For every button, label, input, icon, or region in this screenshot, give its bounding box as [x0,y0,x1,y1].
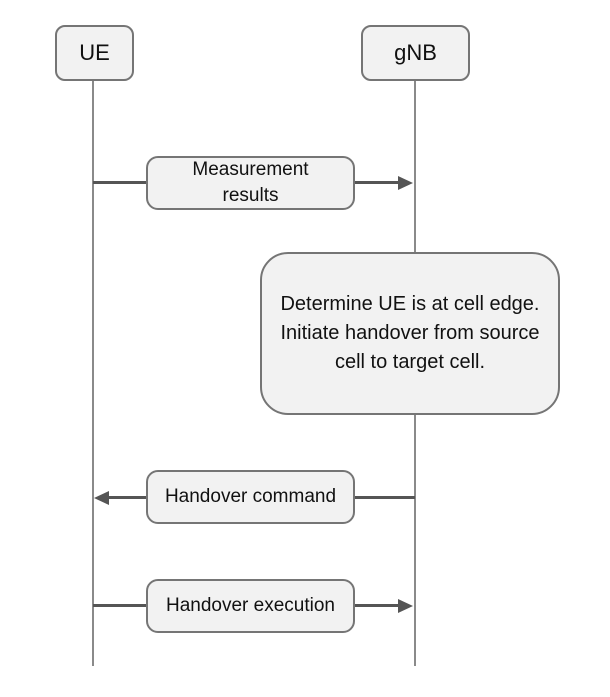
message-3-arrowhead-icon [398,599,413,613]
message-2-text: Handover command [164,486,337,507]
message-1-label: Measurement results [146,156,355,210]
message-1-text: Measurement results [192,159,309,206]
message-1-arrowhead-icon [398,176,413,190]
actor-label-gnb: gNB [394,40,437,65]
message-3-text: Handover execution [166,595,335,616]
actor-box-ue: UE [55,25,134,81]
ue-lifeline [92,81,94,666]
message-2-label: Handover command [146,470,355,524]
actor-label-ue: UE [79,40,110,65]
note-text: Determine UE is at cell edge. Initiate h… [280,293,540,373]
message-3-label: Handover execution [146,579,355,633]
actor-box-gnb: gNB [361,25,470,81]
note-box: Determine UE is at cell edge. Initiate h… [260,252,560,415]
message-2-arrowhead-icon [94,491,109,505]
